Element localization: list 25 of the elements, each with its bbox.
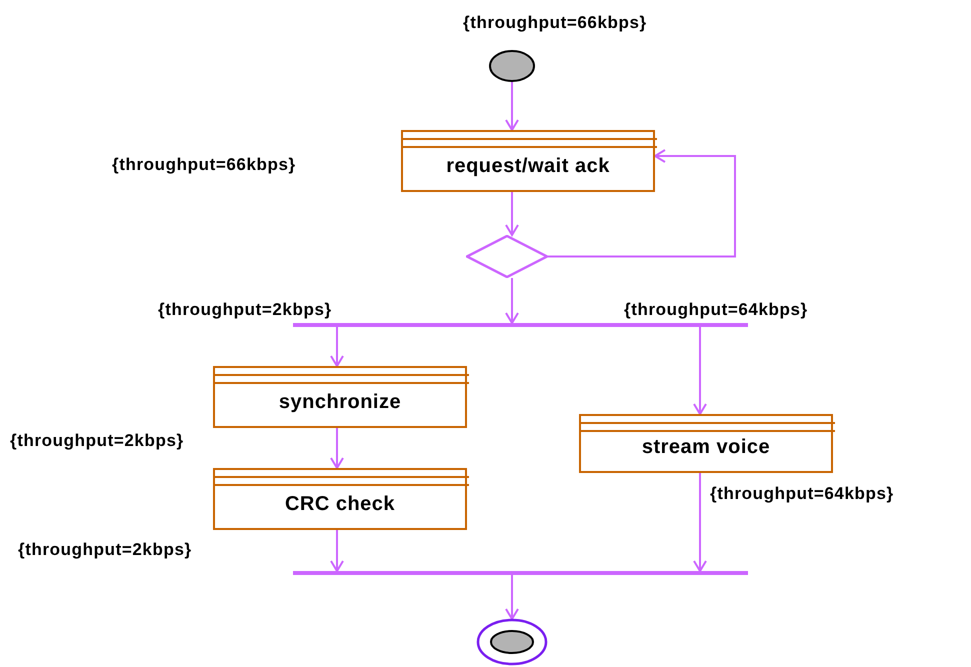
- constraint-label: {throughput=2kbps}: [10, 430, 184, 452]
- arrow: [330, 530, 344, 572]
- action-label: synchronize: [278, 390, 402, 415]
- action-label: CRC check: [284, 492, 396, 517]
- arrow: [330, 428, 344, 469]
- action-box: [213, 366, 467, 428]
- constraint-label: {throughput=2kbps}: [158, 299, 332, 321]
- action-box: [213, 468, 467, 530]
- arrow: [505, 192, 519, 236]
- action-box: [401, 130, 655, 192]
- constraint-label: {throughput=2kbps}: [18, 539, 192, 561]
- arrow: [505, 82, 519, 131]
- action-label: stream voice: [642, 435, 770, 460]
- arrow: [693, 473, 707, 572]
- arrow: [505, 575, 519, 620]
- constraint-label: {throughput=64kbps}: [624, 299, 808, 321]
- constraint-label: {throughput=64kbps}: [710, 483, 894, 505]
- arrow: [505, 278, 519, 324]
- action-box: [579, 414, 833, 473]
- arrow: [548, 149, 736, 258]
- constraint-label: {throughput=66kbps}: [112, 154, 296, 176]
- action-label: request/wait ack: [446, 154, 610, 179]
- arrow: [693, 327, 707, 415]
- constraint-label: {throughput=66kbps}: [463, 12, 647, 34]
- arrow: [330, 327, 344, 367]
